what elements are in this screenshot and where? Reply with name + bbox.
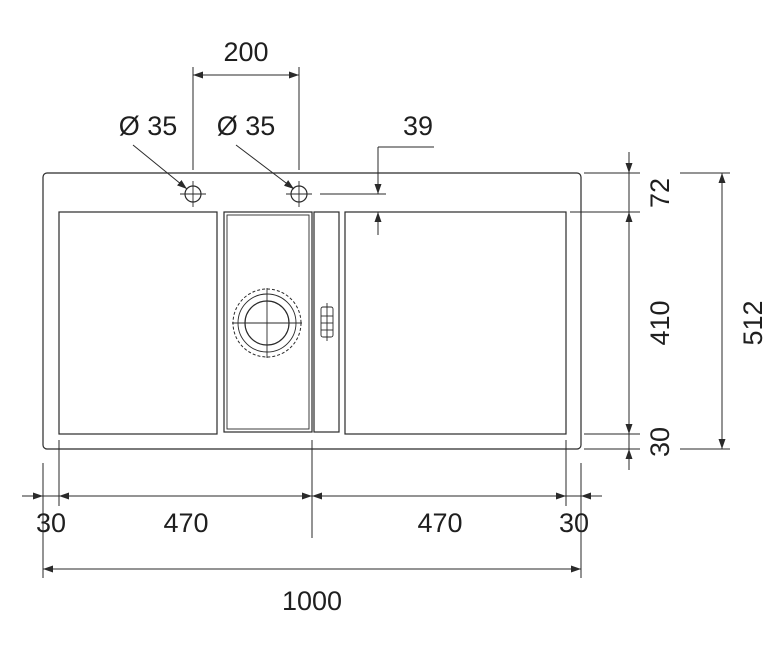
- waste-outlet-icon: [232, 288, 302, 358]
- dim-470-right-label: 470: [417, 508, 462, 538]
- dim-200-label: 200: [223, 37, 268, 67]
- main-bowl-inner: [226, 214, 310, 430]
- overflow-channel: [313, 211, 340, 433]
- dim-30-front-label: 30: [645, 427, 675, 457]
- dim-1000-label: 1000: [282, 586, 342, 616]
- dim-72-label: 72: [645, 178, 675, 208]
- main-bowl: [223, 211, 313, 433]
- tap-hole-1-diameter-label: Ø 35: [119, 111, 178, 141]
- dim-470-left-label: 470: [163, 508, 208, 538]
- tap-hole-1-icon: [180, 181, 206, 207]
- dim-410-label: 410: [645, 300, 675, 345]
- tap-hole-2-diameter-label: Ø 35: [217, 111, 276, 141]
- right-drainer: [344, 211, 567, 435]
- left-drainer: [58, 211, 218, 435]
- dim-30-right-label: 30: [559, 508, 589, 538]
- tap-hole-2-icon: [286, 181, 312, 207]
- dim-30-left-label: 30: [36, 508, 66, 538]
- dim-39-label: 39: [403, 111, 433, 141]
- overflow-outlet-icon: [320, 303, 334, 341]
- dim-512-label: 512: [738, 300, 768, 345]
